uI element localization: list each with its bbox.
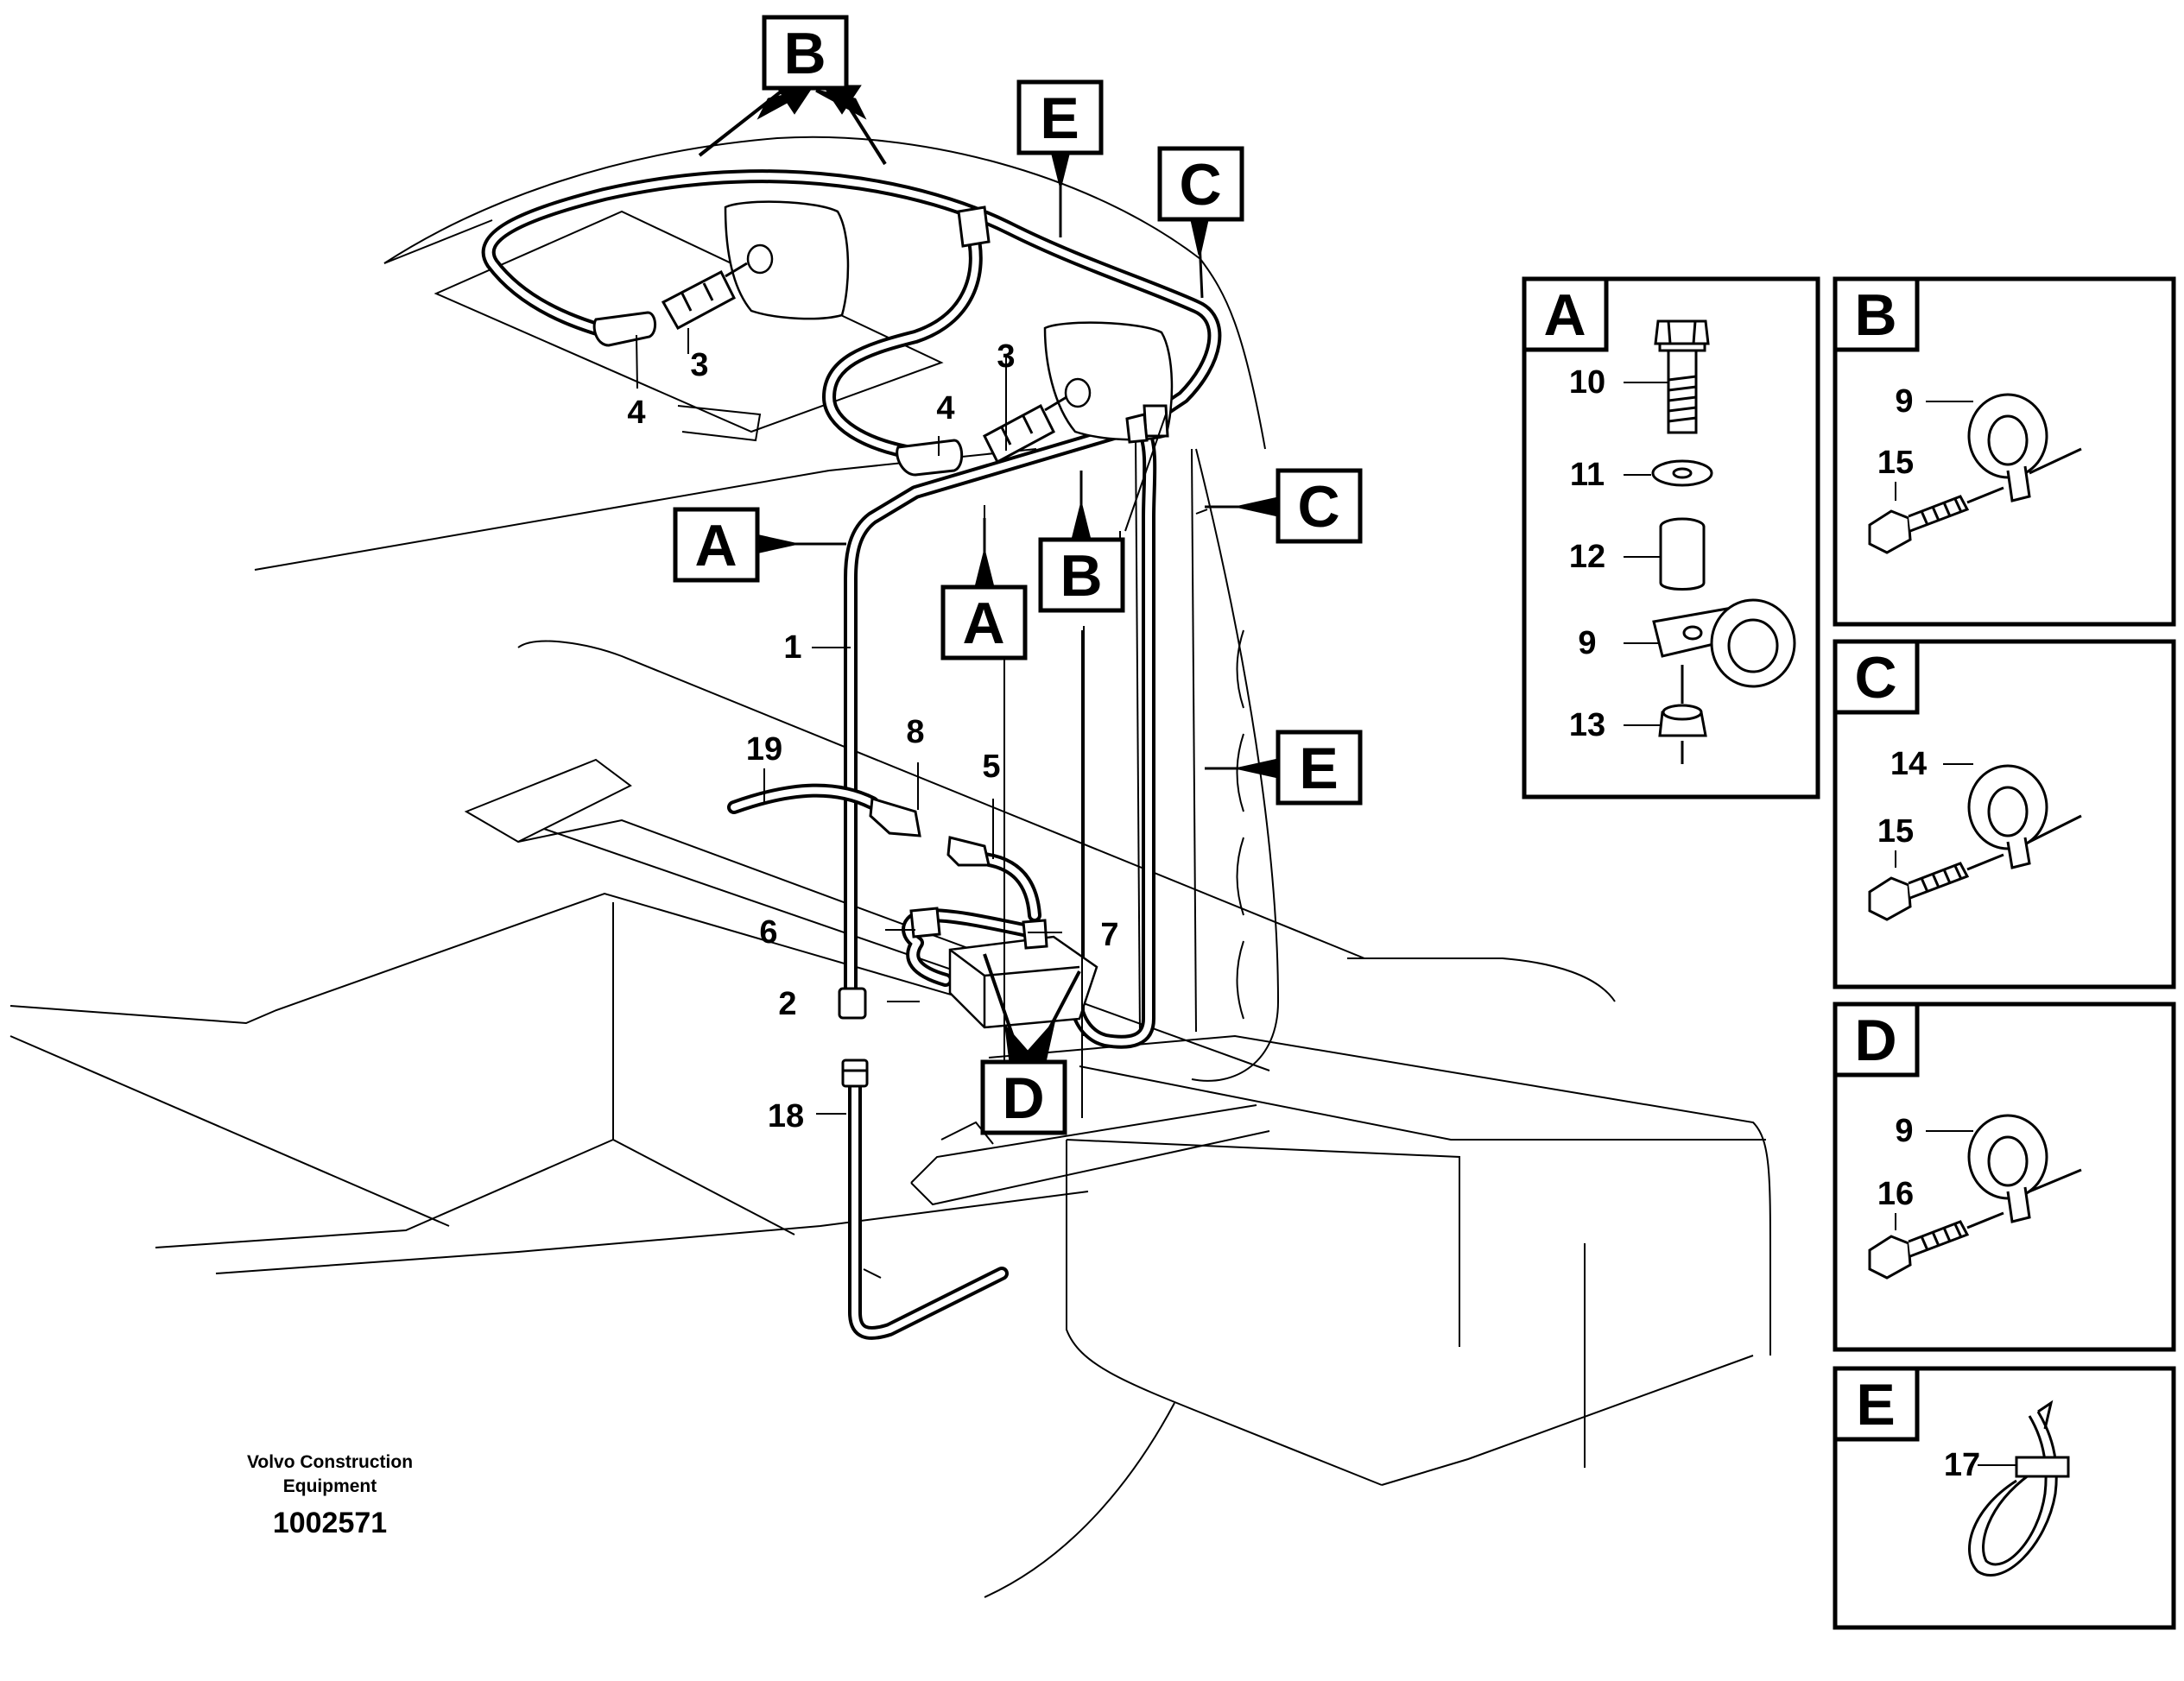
part-number-4: 4 bbox=[936, 390, 954, 427]
callout-letter-b: B bbox=[1060, 543, 1102, 609]
nozzle-connector-3-right bbox=[983, 395, 1067, 464]
main-part-numbers: 4 3 3 4 1 19 8 5 6 7 2 18 bbox=[627, 338, 1118, 1134]
brand-line-2: Equipment bbox=[283, 1476, 377, 1496]
callout-box-a-lower: A bbox=[940, 585, 1028, 660]
part-number-11: 11 bbox=[1570, 457, 1605, 493]
callout-box-c-right: C bbox=[1276, 468, 1363, 544]
drawing-number: 1002571 bbox=[273, 1507, 387, 1539]
callout-box-e-top: E bbox=[1016, 79, 1104, 155]
callout-letter-a: A bbox=[962, 591, 1004, 656]
elbow-4-left bbox=[592, 311, 656, 347]
callout-box-c-top: C bbox=[1157, 146, 1244, 222]
part-number-3: 3 bbox=[997, 338, 1015, 375]
part-number-4: 4 bbox=[627, 395, 645, 431]
part-number-9: 9 bbox=[1578, 625, 1596, 661]
cable-tie-17-drawing bbox=[1968, 1400, 2070, 1577]
part-number-15: 15 bbox=[1877, 445, 1914, 481]
hose-coupling-18 bbox=[841, 1059, 869, 1088]
roof-lamp-left bbox=[724, 200, 850, 320]
screw-16-drawing bbox=[1868, 1211, 2004, 1280]
detail-panel-b: B 9 15 bbox=[1833, 276, 2176, 627]
detail-letter-e: E bbox=[1856, 1372, 1895, 1438]
part-number-17: 17 bbox=[1944, 1447, 1980, 1483]
clamp-9-drawing-b bbox=[1967, 393, 2082, 502]
washer-11-drawing bbox=[1651, 459, 1713, 487]
callout-box-b-lower: B bbox=[1038, 537, 1125, 613]
elbow-4-right bbox=[896, 439, 964, 477]
part-number-3: 3 bbox=[690, 347, 708, 383]
callout-letter-a: A bbox=[694, 513, 737, 578]
part-number-12: 12 bbox=[1569, 539, 1605, 575]
part-number-19: 19 bbox=[746, 731, 782, 768]
screw-15-drawing-b bbox=[1868, 486, 2004, 554]
part-number-7: 7 bbox=[1100, 917, 1118, 953]
part-number-6: 6 bbox=[759, 914, 777, 951]
callout-letter-d: D bbox=[1002, 1065, 1044, 1131]
connector-8 bbox=[869, 797, 921, 837]
callout-letter-e: E bbox=[1299, 736, 1338, 801]
part-number-9: 9 bbox=[1895, 383, 1913, 420]
bolt-10-drawing bbox=[1654, 319, 1710, 434]
part-number-14: 14 bbox=[1890, 746, 1927, 782]
part-number-10: 10 bbox=[1569, 364, 1605, 401]
detail-panel-e: E 17 bbox=[1833, 1366, 2176, 1630]
tee-6 bbox=[909, 907, 941, 938]
callout-letter-b: B bbox=[783, 21, 826, 86]
clamp-14-drawing bbox=[1967, 764, 2082, 869]
part-number-18: 18 bbox=[768, 1098, 804, 1134]
detail-letter-d: D bbox=[1854, 1008, 1896, 1073]
part-number-1: 1 bbox=[783, 629, 801, 666]
part-number-16: 16 bbox=[1877, 1176, 1914, 1212]
clamp-9-drawing-a bbox=[1652, 598, 1796, 688]
tee-7 bbox=[1022, 919, 1048, 950]
drawing-identification: Volvo Construction Equipment 1002571 bbox=[247, 1452, 413, 1539]
callout-box-b-top: B bbox=[762, 15, 849, 91]
detail-panel-d: D 9 16 bbox=[1833, 1002, 2176, 1352]
callout-pointer-lines bbox=[636, 328, 1208, 1122]
part-number-5: 5 bbox=[982, 749, 1000, 785]
clamp-9-drawing-d bbox=[1967, 1114, 2082, 1223]
part-number-15: 15 bbox=[1877, 813, 1914, 850]
callout-box-d: D bbox=[980, 1059, 1067, 1135]
callout-box-a-left: A bbox=[673, 507, 760, 583]
hose-end-cap-2 bbox=[838, 987, 867, 1020]
washer-hose-route bbox=[481, 169, 1222, 1340]
spacer-12-drawing bbox=[1659, 517, 1706, 591]
callout-letter-e: E bbox=[1040, 85, 1079, 151]
detail-letter-b: B bbox=[1854, 282, 1896, 348]
part-number-13: 13 bbox=[1569, 707, 1605, 743]
detail-letter-a: A bbox=[1543, 282, 1586, 348]
detail-panel-a: A bbox=[1522, 276, 1820, 799]
callout-letter-c: C bbox=[1179, 152, 1221, 218]
part-number-8: 8 bbox=[906, 714, 924, 750]
callout-box-e-right: E bbox=[1276, 730, 1363, 806]
nut-13-drawing bbox=[1658, 665, 1707, 764]
nozzle-connector-3-left bbox=[661, 262, 748, 331]
cab-body-outline bbox=[9, 136, 1771, 1598]
hose-tee-connectors bbox=[957, 205, 1169, 444]
callout-arrows bbox=[698, 85, 1280, 1064]
detail-letter-c: C bbox=[1854, 645, 1896, 711]
screw-15-drawing-c bbox=[1868, 853, 2004, 921]
callout-letter-c: C bbox=[1297, 474, 1339, 540]
connector-5 bbox=[946, 836, 991, 867]
detail-panel-c: C 14 15 bbox=[1833, 639, 2176, 989]
part-number-2: 2 bbox=[778, 986, 796, 1022]
brand-line-1: Volvo Construction bbox=[247, 1452, 413, 1472]
part-number-9: 9 bbox=[1895, 1113, 1913, 1149]
